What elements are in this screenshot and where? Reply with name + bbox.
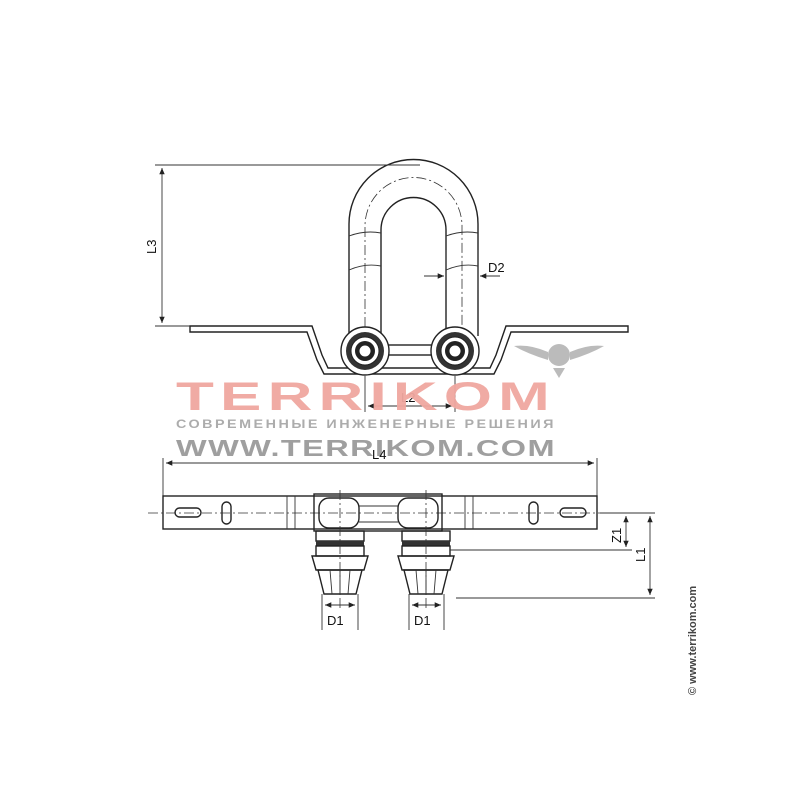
dim-d1-right-label: D1 xyxy=(414,613,431,628)
dim-d1-left-label: D1 xyxy=(327,613,344,628)
rail-slot-right-outer xyxy=(559,507,587,518)
dim-l2-label: L2 xyxy=(401,390,415,405)
dim-z1-label: Z1 xyxy=(609,528,624,543)
watermark-url: WWW.TERRIKOM.COM xyxy=(176,435,556,461)
top-view: L3 D2 L2 xyxy=(144,158,629,412)
winged-emblem-icon xyxy=(514,344,604,378)
outlet-body xyxy=(313,493,443,532)
dim-l3-label: L3 xyxy=(144,240,159,254)
watermark: TERRIKOM СОВРЕМЕННЫЕ ИНЖЕНЕРНЫЕ РЕШЕНИЯ … xyxy=(176,344,604,461)
rail-slot-left-outer xyxy=(174,507,202,518)
dim-l1-label: L1 xyxy=(633,548,648,562)
pipe-break-left-2 xyxy=(348,264,382,271)
u-pipe-centerline xyxy=(364,177,463,345)
mounting-plate-top xyxy=(189,325,629,375)
dim-l4-label: L4 xyxy=(372,447,386,462)
outlet-right-nut xyxy=(430,326,480,376)
copyright-text: © www.terrikom.com xyxy=(687,586,699,695)
connector-left xyxy=(311,490,369,610)
u-pipe-outer xyxy=(348,158,479,336)
connector-right xyxy=(397,490,455,610)
dim-d2-label: D2 xyxy=(488,260,505,275)
outlet-left-nut xyxy=(340,326,390,376)
watermark-logo: TERRIKOM xyxy=(176,375,556,419)
u-pipe-inner xyxy=(380,196,447,336)
front-view: L4 xyxy=(148,447,655,630)
pipe-break-right-2 xyxy=(445,264,479,271)
pipe-break-left-1 xyxy=(348,231,382,237)
pipe-break-right-1 xyxy=(445,231,479,237)
mounting-rail xyxy=(162,495,598,530)
watermark-subtitle: СОВРЕМЕННЫЕ ИНЖЕНЕРНЫЕ РЕШЕНИЯ xyxy=(176,419,556,431)
